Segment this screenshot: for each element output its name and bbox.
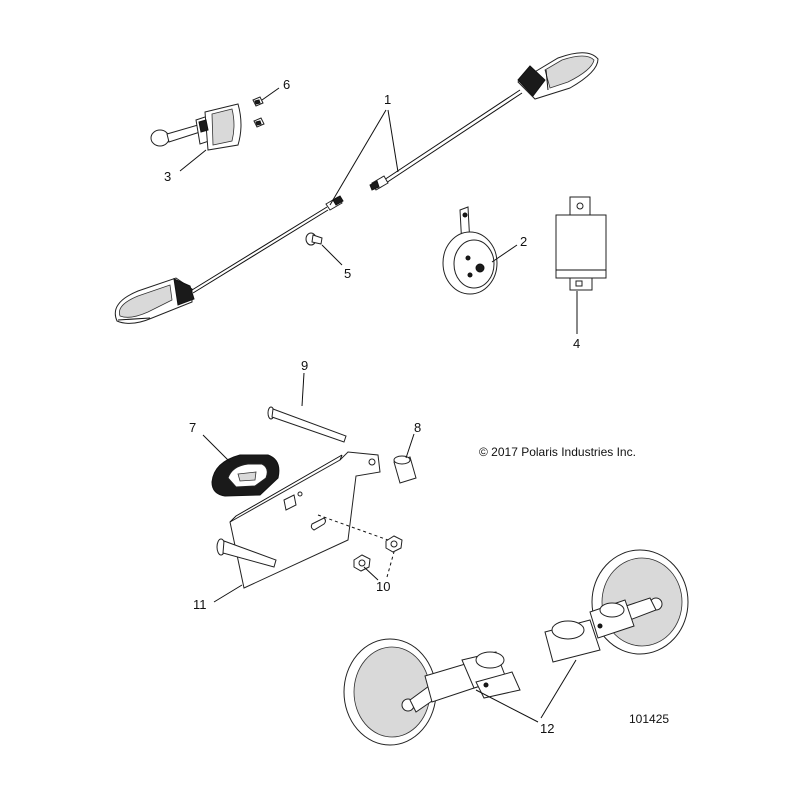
leader-12b [540, 659, 577, 719]
callout-1: 1 [384, 92, 391, 107]
reflector-housing [211, 454, 280, 497]
relay-module [555, 196, 607, 291]
callout-12: 12 [540, 721, 554, 736]
mirror-right [591, 549, 689, 655]
right-turn-signal [517, 52, 599, 100]
callout-10: 10 [376, 579, 390, 594]
leader-lines [179, 87, 578, 723]
horn [442, 206, 498, 295]
license-bracket-plate [229, 451, 381, 589]
left-turn-signal [114, 277, 195, 324]
leader-1b [387, 109, 399, 173]
leader-9 [301, 372, 305, 407]
bracket-bolt [216, 538, 277, 568]
screw-lower [253, 117, 265, 128]
mounting-screw [305, 232, 323, 246]
leader-5 [321, 244, 343, 266]
nut-upper [385, 535, 403, 553]
leader-10-dashed [386, 551, 395, 578]
leader-3 [179, 149, 207, 172]
leader-7 [202, 434, 231, 463]
callout-11: 11 [193, 597, 207, 612]
callout-2: 2 [520, 234, 527, 249]
nut-lower [353, 554, 371, 572]
leader-6 [261, 87, 280, 101]
right-harness-wire [383, 89, 523, 184]
left-harness-connector [325, 195, 344, 211]
callout-5: 5 [344, 266, 351, 281]
leader-1a [329, 109, 387, 206]
right-harness-connector [369, 175, 389, 191]
handlebar-switch [150, 103, 242, 151]
copyright-notice: © 2017 Polaris Industries Inc. [479, 445, 636, 459]
leader-11 [213, 584, 243, 603]
mirror-right-clamp [544, 599, 635, 663]
left-harness-wire [191, 206, 329, 294]
callout-3: 3 [164, 169, 171, 184]
callout-8: 8 [414, 420, 421, 435]
long-bolt [267, 406, 347, 443]
figure-id: 101425 [629, 712, 669, 726]
nut-axis-dashed [317, 514, 389, 541]
callout-6: 6 [283, 77, 290, 92]
spacer [393, 455, 417, 484]
leader-8 [405, 433, 415, 459]
callout-7: 7 [189, 420, 196, 435]
callout-9: 9 [301, 358, 308, 373]
screw-upper [252, 96, 264, 107]
leader-2 [491, 244, 518, 263]
leader-10 [363, 566, 379, 581]
mirror-left-clamp [424, 651, 521, 703]
callout-4: 4 [573, 336, 580, 351]
leader-12a [475, 689, 539, 723]
